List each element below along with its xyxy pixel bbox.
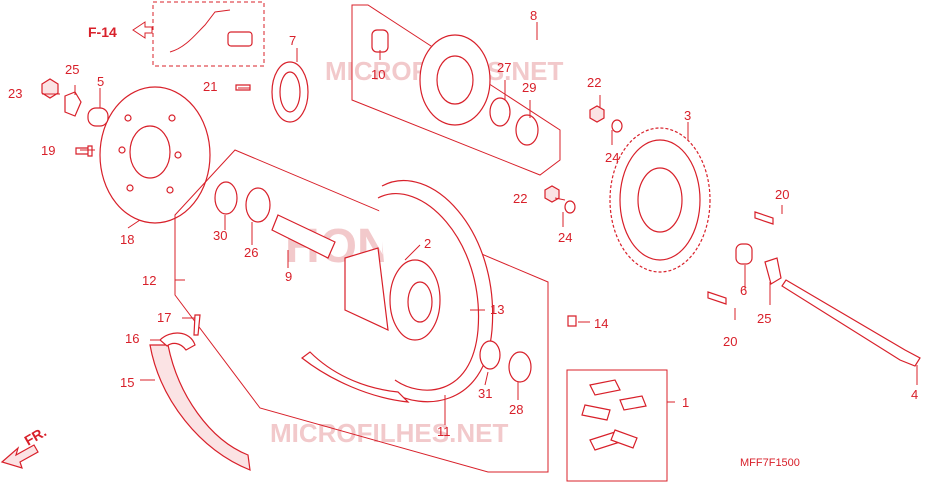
callout-15: 15 [120,375,134,390]
bolt-20-upper-icon [754,211,774,225]
callout-3: 3 [684,108,691,123]
driven-sprocket [609,127,711,273]
bolt-20-lower-icon [707,291,727,305]
tire-and-tube [149,314,251,471]
callout-22-lower: 22 [513,191,527,206]
callout-16: 16 [125,331,139,346]
bearing-26-icon [245,187,271,223]
rear-wheel-rim [301,180,494,403]
rim-band-16-icon [159,332,196,351]
wheel-group-outline [174,149,549,473]
callout-9: 9 [285,269,292,284]
hub-group-outline [351,4,561,176]
brake-disc [99,86,211,224]
rear-axle-icon [781,279,921,367]
sensor-wire [169,9,231,53]
watermark-bottom: MICROFILHES.NET [270,418,508,448]
callout-27: 27 [497,60,511,75]
callout-1: 1 [682,395,689,410]
callout-12: 12 [142,273,156,288]
callout-14: 14 [594,316,608,331]
callout-17: 17 [157,310,171,325]
seal-31-icon [479,340,501,370]
hardware-kit-box [566,369,668,482]
callout-11: 11 [437,424,451,439]
valve-17-icon [193,314,201,336]
valve-cap-14-icon [567,315,577,327]
callout-10: 10 [371,67,385,82]
f14-reference-box: F-14 [88,1,265,67]
front-label: FR. [22,423,50,448]
callout-24-lower: 24 [558,230,572,245]
callout-7: 7 [289,33,296,48]
nut-22-lower-icon [544,185,560,203]
callout-26: 26 [244,245,258,260]
leader-lines [42,22,918,425]
callout-25-left: 25 [65,62,79,77]
bracket-25-icon [64,91,82,117]
collar-5-icon [87,107,109,127]
callout-4: 4 [911,387,918,402]
bolt-19-icon [75,145,93,157]
bearing-27-icon [489,97,511,127]
callout-31: 31 [478,386,492,401]
washer-24-upper-icon [611,119,623,133]
callout-5: 5 [97,74,104,89]
callout-8: 8 [530,8,537,23]
speed-sensor-icon [227,31,253,47]
washer-24-lower-icon [564,200,576,214]
callout-2: 2 [424,236,431,251]
f14-ref-label: F-14 [88,24,117,40]
nut-22-upper-icon [589,105,605,123]
collar-6-icon [735,243,753,265]
bracket-25-right-icon [764,257,782,285]
drawing-code: MFF7F1500 [740,457,800,469]
front-arrow-icon [0,444,39,469]
callout-20-upper: 20 [775,187,789,202]
collar-29-icon [515,114,539,146]
callout-labels: 1 2 3 4 5 6 7 8 9 10 11 12 13 14 15 16 1… [8,8,918,439]
callout-24-upper: 24 [605,150,619,165]
callout-29: 29 [522,80,536,95]
callout-20-lower: 20 [723,334,737,349]
callout-23: 23 [8,86,22,101]
callout-19: 19 [41,143,55,158]
nut-23-icon [41,78,59,99]
callout-21: 21 [203,79,217,94]
callout-30: 30 [213,228,227,243]
front-direction-indicator: FR. [0,423,50,469]
hub-flange-2-icon [344,247,389,331]
callout-25-right: 25 [757,311,771,326]
damper-10-icon [371,29,389,53]
callout-6: 6 [740,283,747,298]
arrow-left-icon [132,21,153,39]
bearing-28-icon [508,351,532,383]
clip-icon [589,379,621,396]
bearing-30-icon [214,181,238,215]
callout-22-upper: 22 [587,75,601,90]
callout-28: 28 [509,402,523,417]
callout-18: 18 [120,232,134,247]
sleeve-9-icon [271,214,336,259]
callout-13: 13 [490,302,504,317]
